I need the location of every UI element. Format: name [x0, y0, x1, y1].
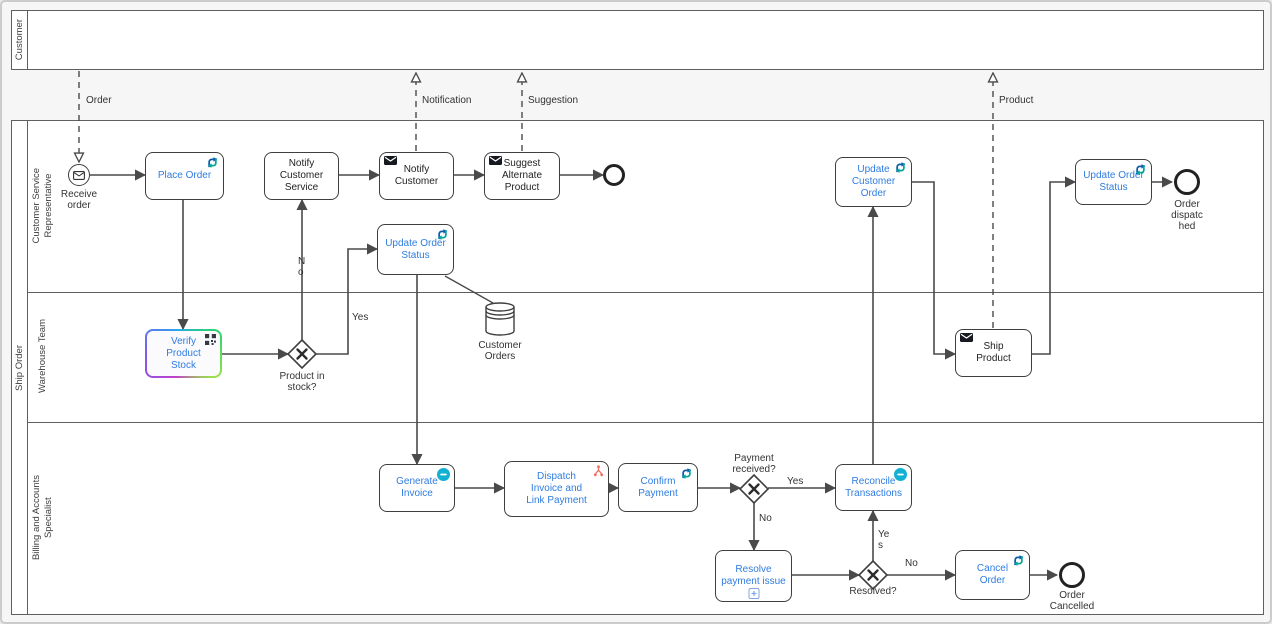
customer-orders-store-label: Customer Orders [478, 340, 522, 363]
pool-label-band: Ship Order [12, 121, 28, 614]
flow-label: No [759, 513, 772, 524]
envelope-icon [73, 170, 85, 180]
branch-icon [593, 465, 604, 477]
screen-flow-icon [437, 468, 450, 481]
flow-label: Yes [787, 476, 804, 487]
place-order[interactable]: Place Order [145, 152, 224, 200]
flow-label: Notification [422, 95, 472, 106]
notify-customer-service-label: Notify Customer Service [279, 158, 324, 193]
payment-received-gateway-label: Payment received? [732, 453, 776, 476]
receive-order-label: Receive order [60, 189, 98, 212]
resolve-payment-issue[interactable]: Resolve payment issue [715, 550, 792, 602]
flow-label: Product [999, 95, 1034, 106]
exclusive-gateway-icon [738, 473, 770, 505]
flow-label: No [905, 558, 918, 569]
sequence-flow[interactable] [1032, 176, 1077, 355]
exclusive-gateway-icon [857, 559, 889, 591]
order-cancelled-label: Order Cancelled [1049, 590, 1095, 613]
verify-product-stock[interactable]: Verify Product Stock [145, 329, 222, 378]
generate-invoice-label: Generate Invoice [396, 476, 438, 499]
database-icon [485, 302, 515, 336]
payment-received-gateway[interactable] [738, 473, 770, 505]
resolve-payment-issue-label: Resolve payment issue [721, 564, 786, 587]
verify-product-stock-label: Verify Product Stock [166, 335, 201, 371]
envelope-icon [960, 333, 973, 342]
notify-customer-label: Notify Customer [394, 164, 439, 187]
update-order-status-1-label: Update Order Status [385, 237, 446, 261]
resolved-gateway-label: Resolved? [849, 586, 897, 597]
sequence-flow[interactable] [912, 181, 957, 360]
order-dispatched-label: Order dispatc hed [1171, 199, 1203, 233]
update-customer-order-label: Update Customer Order [851, 164, 896, 199]
flow-label: Order [86, 95, 112, 106]
confirm-payment-label: Confirm Payment [638, 475, 678, 499]
flow-label: Suggestion [528, 95, 579, 106]
place-order-label: Place Order [157, 170, 212, 181]
sync-icon [206, 156, 219, 169]
flow-label: Yes [352, 312, 369, 323]
notify-customer[interactable]: Notify Customer [379, 152, 454, 200]
lane-divider [28, 422, 1263, 423]
cancel-order[interactable]: Cancel Order [955, 550, 1030, 600]
confirm-payment[interactable]: Confirm Payment [618, 463, 698, 512]
order-cancelled[interactable] [1059, 562, 1085, 588]
exclusive-gateway-icon [286, 338, 318, 370]
customer-orders-store[interactable] [485, 302, 515, 336]
end-after-suggest[interactable] [603, 164, 625, 186]
pool-customer[interactable]: Customer [11, 10, 1264, 70]
ship-product[interactable]: Ship Product [955, 329, 1032, 377]
sync-icon [680, 467, 693, 480]
flow-label: Ye s [878, 529, 890, 552]
reconcile-transactions-label: Reconcile Transactions [845, 475, 902, 499]
sequence-flow[interactable] [316, 243, 379, 355]
cancel-order-label: Cancel Order [976, 563, 1009, 586]
screen-flow-icon [894, 468, 907, 481]
ship-product-label: Ship Product [976, 341, 1011, 364]
sync-icon [894, 161, 907, 174]
update-order-status-1[interactable]: Update Order Status [377, 224, 454, 275]
reconcile-transactions[interactable]: Reconcile Transactions [835, 464, 912, 511]
sync-icon [1012, 554, 1025, 567]
order-dispatched[interactable] [1174, 169, 1200, 195]
association[interactable] [444, 275, 494, 304]
product-in-stock-gateway-label: Product in stock? [279, 371, 325, 394]
update-customer-order[interactable]: Update Customer Order [835, 157, 912, 207]
suggest-alternate-product[interactable]: Suggest Alternate Product [484, 152, 560, 200]
notify-customer-service[interactable]: Notify Customer Service [264, 152, 339, 200]
dispatch-invoice-link-payment[interactable]: Dispatch Invoice and Link Payment [504, 461, 609, 517]
pool-label-band: Customer [12, 11, 28, 69]
plus-icon [748, 588, 759, 599]
resolved-gateway[interactable] [857, 559, 889, 591]
sync-icon [436, 228, 449, 241]
suggest-alternate-product-label: Suggest Alternate Product [501, 158, 543, 193]
update-order-status-2-label: Update Order Status [1083, 170, 1144, 193]
update-order-status-2[interactable]: Update Order Status [1075, 159, 1152, 205]
lane-divider [28, 292, 1263, 293]
envelope-icon [384, 156, 397, 165]
envelope-icon [489, 156, 502, 165]
dispatch-invoice-link-payment-label: Dispatch Invoice and Link Payment [526, 471, 587, 506]
qr-code-icon [205, 334, 216, 345]
receive-order[interactable] [68, 164, 90, 186]
sync-icon [1134, 163, 1147, 176]
flow-label: N o [298, 256, 306, 279]
generate-invoice[interactable]: Generate Invoice [379, 464, 455, 512]
product-in-stock-gateway[interactable] [286, 338, 318, 370]
